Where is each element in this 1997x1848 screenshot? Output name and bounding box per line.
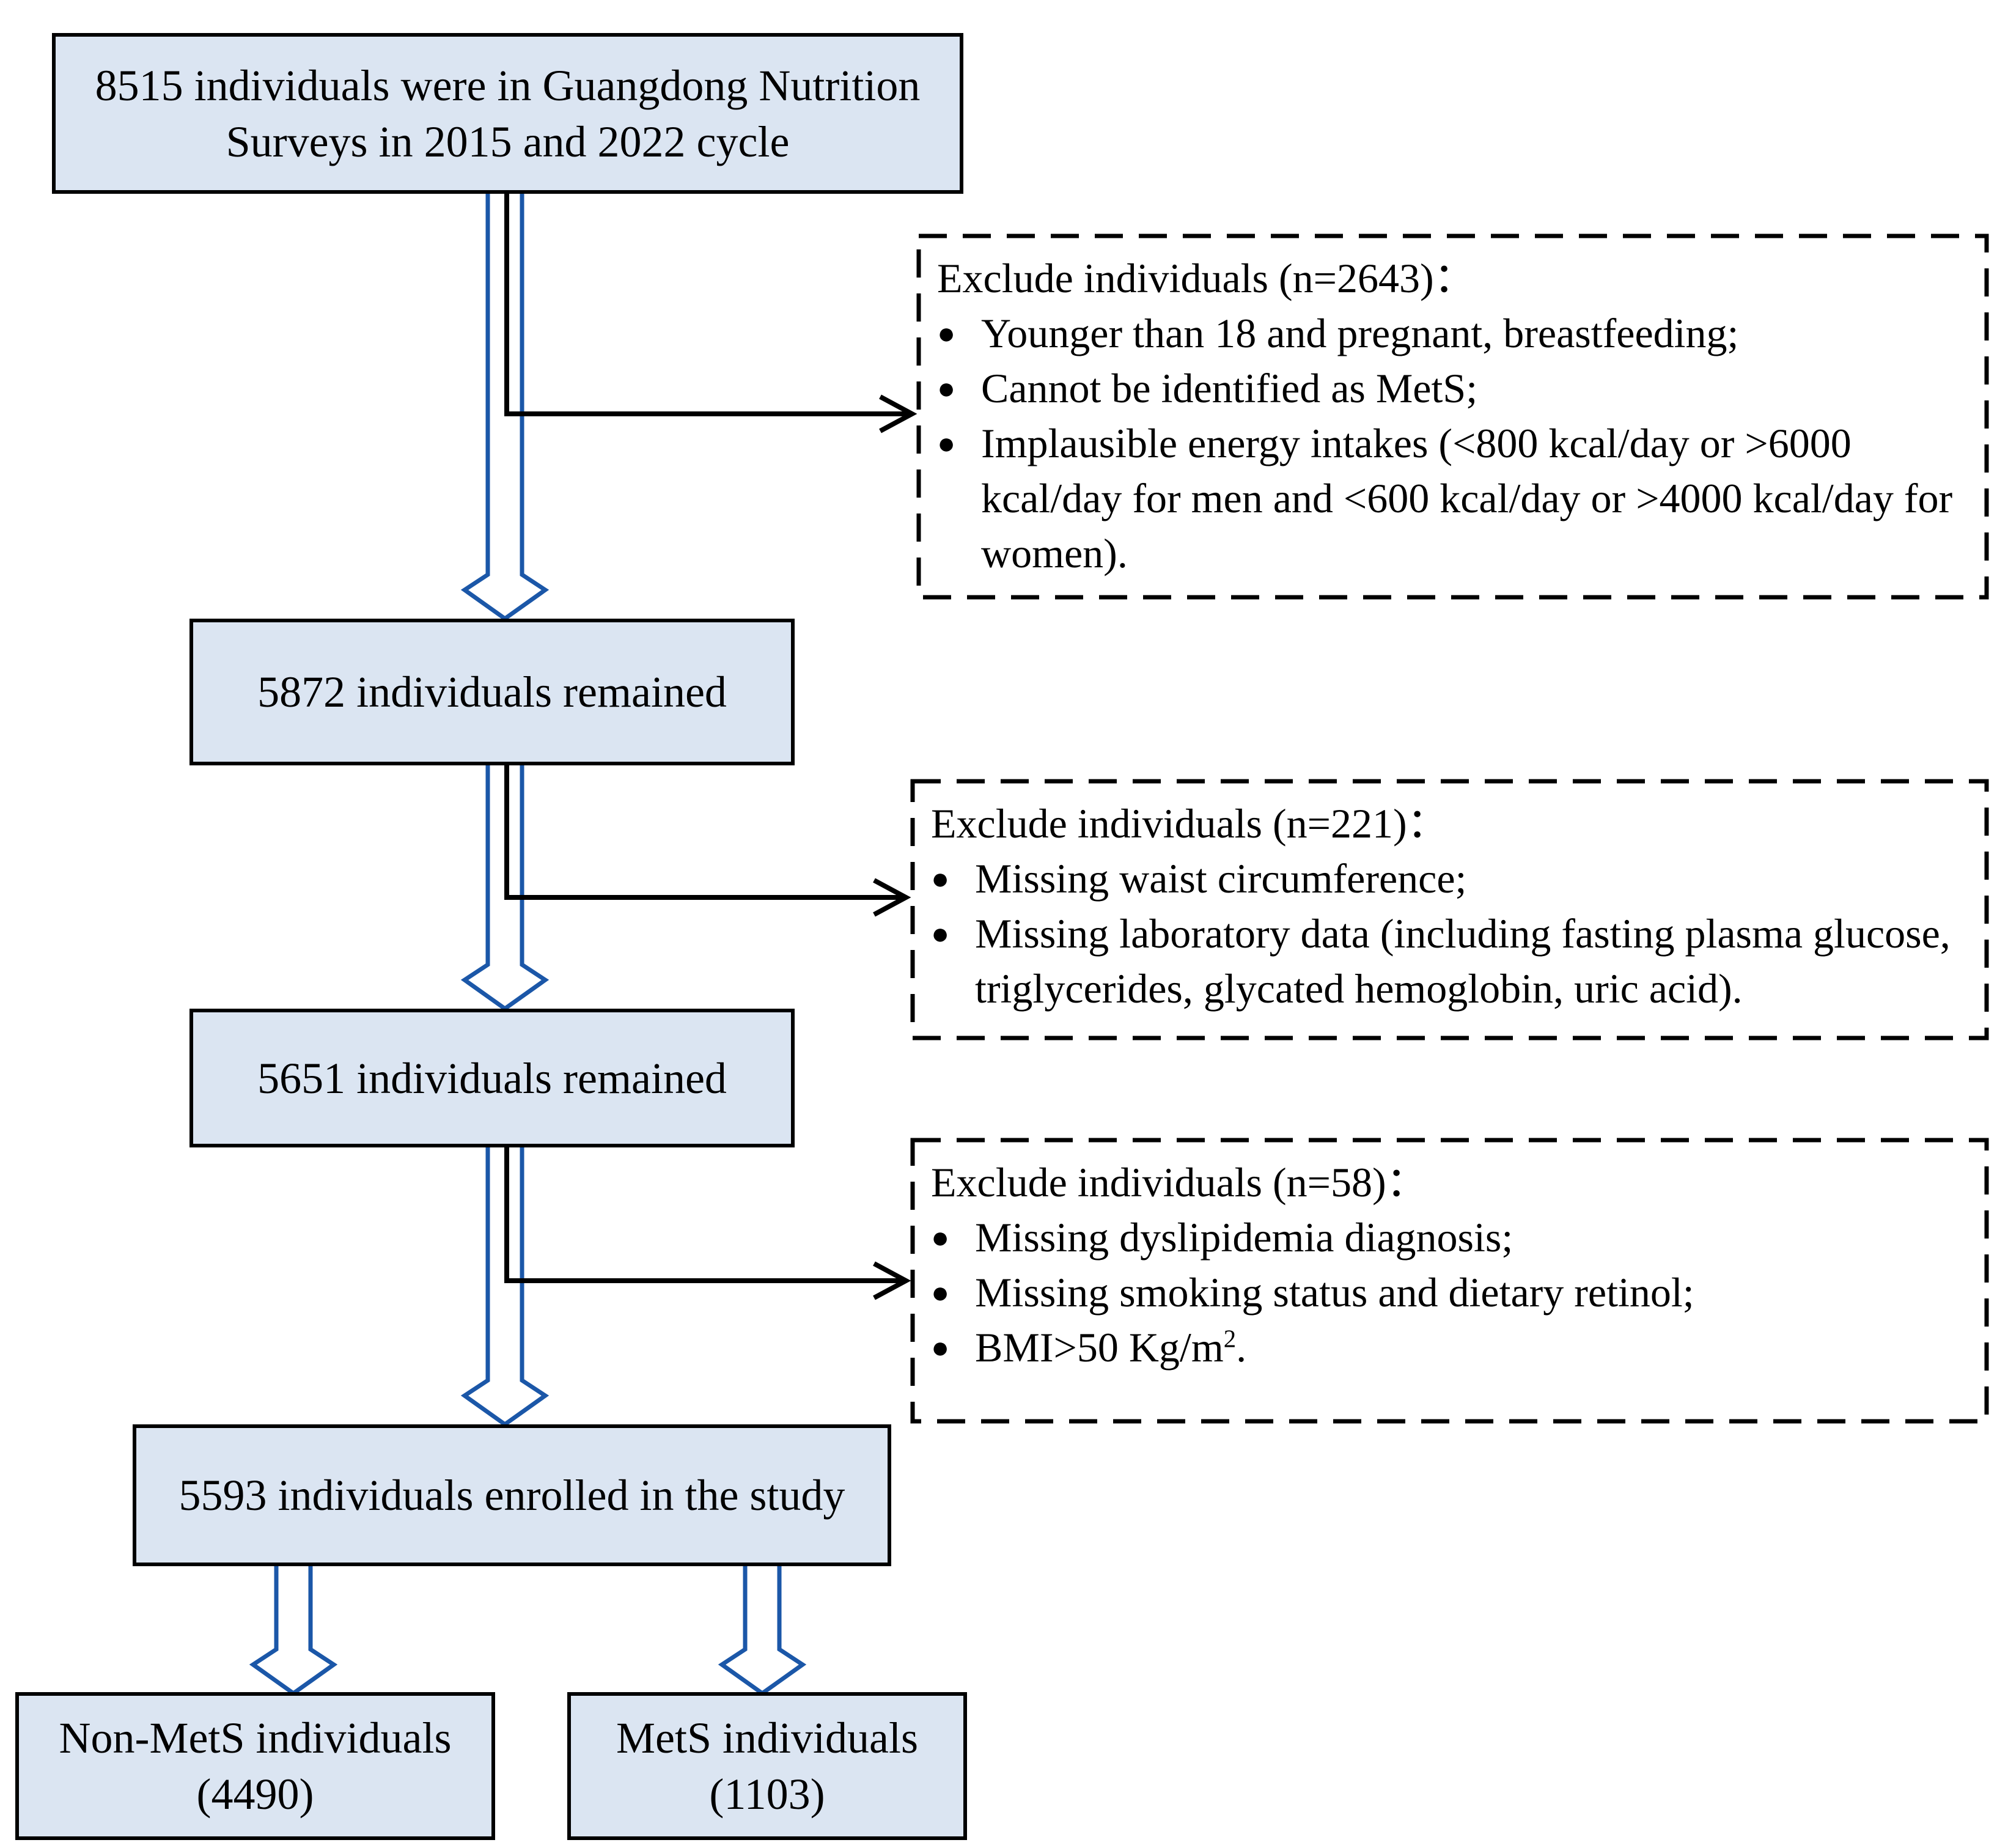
bullet-icon: ● bbox=[931, 1330, 950, 1364]
bullet-item: ● Missing laboratory data (including fas… bbox=[931, 906, 1968, 1016]
box-non-mets: Non-MetS individuals (4490) bbox=[15, 1692, 495, 1840]
bullet-icon: ● bbox=[937, 316, 956, 350]
bullet-icon: ● bbox=[937, 426, 956, 460]
exclusion-box-3: Exclude individuals (n=58)： ● Missing dy… bbox=[913, 1140, 1987, 1421]
bullet-text: Missing laboratory data (including fasti… bbox=[975, 910, 1951, 1012]
bullet-icon: ● bbox=[931, 1275, 950, 1309]
bmi-superscript: 2 bbox=[1223, 1325, 1237, 1353]
bmi-text: BMI>50 Kg/m bbox=[975, 1324, 1224, 1371]
exclusion-border-3 bbox=[910, 1138, 1989, 1424]
box-mets: MetS individuals (1103) bbox=[567, 1692, 967, 1840]
box-enrolled-5593: 5593 individuals enrolled in the study bbox=[133, 1424, 891, 1566]
bullet-text: Missing smoking status and dietary retin… bbox=[975, 1269, 1694, 1316]
bullet-item: ● Implausible energy intakes (<800 kcal/… bbox=[937, 416, 1968, 581]
bullet-item: ● Younger than 18 and pregnant, breastfe… bbox=[937, 306, 1968, 361]
bullet-text-bmi: BMI>50 Kg/m2. bbox=[975, 1320, 1968, 1375]
bullet-item: ● Missing waist circumference; bbox=[931, 851, 1968, 906]
exclusion-border-1 bbox=[916, 234, 1989, 600]
box-initial-cohort: 8515 individuals were in Guangdong Nutri… bbox=[52, 33, 963, 194]
bullet-icon: ● bbox=[931, 916, 950, 951]
bullet-text: Cannot be identified as MetS; bbox=[981, 365, 1478, 411]
exclusion-connector-3 bbox=[504, 1147, 902, 1283]
box-remained-5651: 5651 individuals remained bbox=[189, 1009, 795, 1147]
exclusion-title: Exclude individuals (n=221)： bbox=[931, 800, 1449, 847]
bullet-icon: ● bbox=[931, 1220, 950, 1254]
exclusion-arrowhead-2 bbox=[873, 878, 911, 917]
flow-arrow-5593-to-mets bbox=[718, 1566, 807, 1696]
bullet-item: ● BMI>50 Kg/m2. bbox=[931, 1320, 1968, 1375]
exclusion-box-2: Exclude individuals (n=221)： ● Missing w… bbox=[913, 781, 1987, 1038]
bullet-item: ● Missing smoking status and dietary ret… bbox=[931, 1265, 1968, 1320]
bullet-text: Missing dyslipidemia diagnosis; bbox=[975, 1214, 1513, 1261]
bullet-text: Missing waist circumference; bbox=[975, 855, 1467, 902]
exclusion-border-2 bbox=[910, 779, 1989, 1040]
exclusion-title: Exclude individuals (n=58)： bbox=[931, 1159, 1428, 1206]
exclusion-arrowhead-3 bbox=[873, 1261, 911, 1300]
bmi-period: . bbox=[1236, 1324, 1247, 1371]
bullet-icon: ● bbox=[931, 861, 950, 896]
exclusion-arrowhead-1 bbox=[879, 394, 918, 433]
exclusion-title: Exclude individuals (n=2643)： bbox=[937, 255, 1476, 301]
bullet-icon: ● bbox=[937, 371, 956, 405]
exclusion-connector-2 bbox=[504, 765, 902, 900]
bullet-text: Younger than 18 and pregnant, breastfeed… bbox=[981, 310, 1739, 356]
exclusion-box-1: Exclude individuals (n=2643)： ● Younger … bbox=[919, 236, 1987, 597]
bullet-text: Implausible energy intakes (<800 kcal/da… bbox=[981, 420, 1953, 576]
box-remained-5872: 5872 individuals remained bbox=[189, 619, 795, 765]
flow-arrow-5593-to-nonmets bbox=[249, 1566, 338, 1696]
bullet-item: ● Missing dyslipidemia diagnosis; bbox=[931, 1210, 1968, 1265]
exclusion-connector-1 bbox=[504, 194, 908, 416]
bullet-item: ● Cannot be identified as MetS; bbox=[937, 361, 1968, 416]
